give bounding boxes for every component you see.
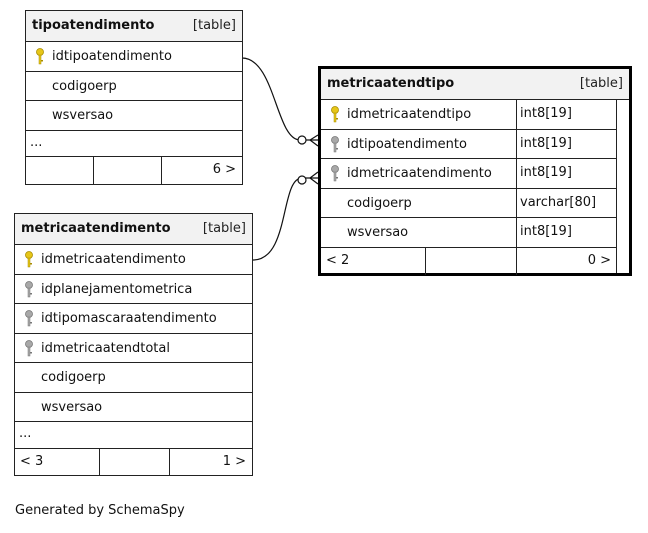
- primary-key-icon: [331, 106, 339, 123]
- foreign-key-icon: [25, 339, 33, 356]
- column-name: idtipomascaraatendimento: [41, 311, 217, 326]
- primary-key-icon: [36, 48, 44, 65]
- column-row[interactable]: idmetricaatendtipo int8[19]: [321, 100, 617, 130]
- table-footer: < 3 1 >: [15, 449, 252, 476]
- column-row[interactable]: idmetricaatendtotal: [15, 334, 252, 363]
- relationship-line-tipoatendimento: [241, 57, 318, 141]
- column-type: int8[19]: [516, 218, 614, 247]
- column-row[interactable]: codigoerp varchar[80]: [321, 188, 617, 218]
- column-type: int8[19]: [516, 159, 614, 188]
- children-count[interactable]: 0 >: [587, 252, 611, 268]
- column-name: codigoerp: [52, 78, 117, 94]
- column-row[interactable]: idtipoatendimento int8[19]: [321, 129, 617, 159]
- relationship-crowfoot: [308, 134, 319, 147]
- column-name: idmetricaatendimento: [41, 252, 186, 267]
- table-kind: [table]: [192, 18, 236, 33]
- column-type: int8[19]: [516, 129, 614, 158]
- column-name: wsversao: [52, 108, 114, 123]
- column-row[interactable]: idtipoatendimento: [26, 42, 242, 72]
- column-row[interactable]: idplanejamentometrica: [15, 275, 252, 304]
- table-metricaatendimento[interactable]: metricaatendimento [table] idmetricaaten…: [14, 213, 253, 476]
- column-row[interactable]: wsversao: [26, 101, 242, 131]
- column-name: codigoerp: [347, 195, 412, 211]
- foreign-key-icon: [331, 165, 339, 182]
- table-header: metricaatendtipo [table]: [321, 69, 629, 100]
- table-footer: 6 >: [26, 156, 242, 184]
- table-name: metricaatendimento: [21, 221, 171, 236]
- column-row[interactable]: idtipomascaraatendimento: [15, 304, 252, 334]
- parents-count[interactable]: < 3: [20, 454, 44, 469]
- relationship-optional-end: [297, 175, 307, 185]
- table-name: tipoatendimento: [32, 18, 155, 33]
- column-row[interactable]: wsversao int8[19]: [321, 218, 617, 248]
- more-columns: ...: [26, 131, 242, 157]
- table-header: tipoatendimento [table]: [26, 11, 242, 42]
- relationship-line-metricaatendimento: [252, 177, 318, 261]
- scrollbar[interactable]: [616, 100, 629, 273]
- column-name: idplanejamentometrica: [41, 281, 193, 297]
- children-count[interactable]: 6 >: [212, 161, 236, 177]
- column-row[interactable]: codigoerp: [26, 72, 242, 101]
- column-type: varchar[80]: [516, 188, 614, 217]
- column-name: codigoerp: [41, 370, 106, 385]
- column-row[interactable]: idmetricaatendimento int8[19]: [321, 159, 617, 189]
- column-name: idtipoatendimento: [52, 49, 172, 64]
- generated-by-label: Generated by SchemaSpy: [15, 503, 185, 518]
- foreign-key-icon: [25, 310, 33, 327]
- table-name: metricaatendtipo: [327, 76, 455, 91]
- column-name: idmetricaatendimento: [347, 166, 492, 181]
- table-kind: [table]: [202, 221, 246, 236]
- table-footer: < 2 0 >: [321, 247, 617, 275]
- column-row[interactable]: codigoerp: [15, 363, 252, 393]
- column-row[interactable]: wsversao: [15, 393, 252, 422]
- relationship-crowfoot: [309, 171, 319, 185]
- table-metricaatendtipo[interactable]: metricaatendtipo [table] idmetricaatendt…: [318, 66, 632, 276]
- foreign-key-icon: [331, 135, 339, 152]
- column-row[interactable]: idmetricaatendimento: [15, 245, 252, 275]
- table-tipoatendimento[interactable]: tipoatendimento [table] idtipoatendiment…: [25, 10, 243, 185]
- column-type: int8[19]: [516, 100, 614, 129]
- foreign-key-icon: [25, 280, 33, 297]
- column-name: idtipoatendimento: [347, 136, 467, 152]
- primary-key-icon: [25, 251, 33, 268]
- column-name: wsversao: [41, 399, 103, 415]
- children-count[interactable]: 1 >: [222, 454, 246, 469]
- column-name: idmetricaatendtipo: [347, 107, 472, 122]
- more-columns: ...: [15, 422, 252, 449]
- relationship-optional-end: [297, 135, 307, 145]
- table-kind: [table]: [579, 76, 623, 91]
- column-name: wsversao: [347, 225, 409, 240]
- table-header: metricaatendimento [table]: [15, 214, 252, 245]
- column-name: idmetricaatendtotal: [41, 340, 170, 356]
- parents-count[interactable]: < 2: [326, 252, 350, 268]
